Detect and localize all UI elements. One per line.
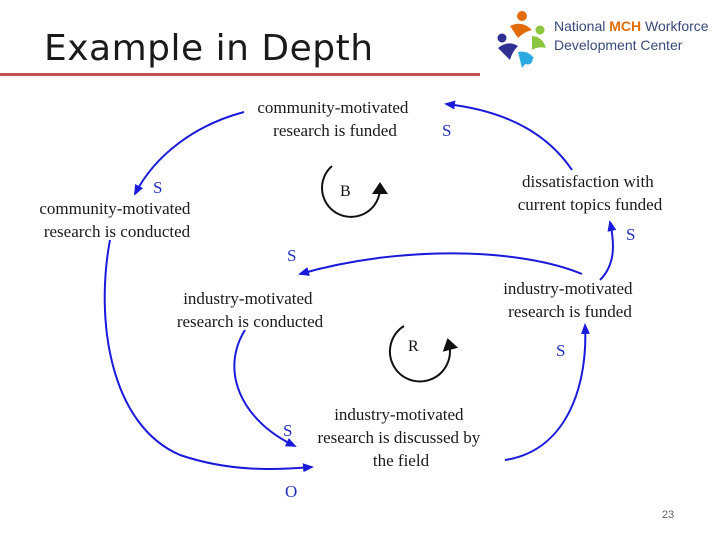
link-industry-funded-to-industry-conducted [298,252,583,276]
title-underline [0,73,480,76]
reinforcing-loop-arrow [388,325,459,383]
node-industry-discussed: industry-motivated research is discussed… [317,405,484,470]
organization-logo-icon [497,11,546,68]
link-industry-funded-to-dissatisfaction [599,220,617,281]
node-industry-discussed-line3: the field [373,451,430,470]
node-industry-funded-line2: research is funded [508,302,632,321]
polarity-industry-funded-to-industry-conducted: S [287,246,296,265]
balancing-loop-arrow [321,165,388,218]
link-community-conducted-to-industry-discussed [103,239,314,473]
node-community-conducted-line2: research is conducted [44,222,191,241]
node-dissatisfaction: dissatisfaction with current topics fund… [518,172,663,214]
link-industry-discussed-to-industry-funded [504,323,590,461]
polarity-community-conducted-to-industry-discussed: O [285,482,297,501]
polarity-industry-funded-to-dissatisfaction: S [626,225,635,244]
node-industry-funded-line1: industry-motivated [503,279,633,298]
polarity-community-funded-to-community-conducted: S [153,178,162,197]
node-community-funded-line2: research is funded [273,121,397,140]
link-industry-conducted-to-industry-discussed [233,329,297,447]
link-community-funded-to-community-conducted [134,111,245,196]
node-industry-funded: industry-motivated research is funded [503,279,637,321]
page-number: 23 [662,509,675,521]
node-dissatisfaction-line2: current topics funded [518,195,663,214]
node-industry-conducted: industry-motivated research is conducted [177,289,324,331]
link-dissatisfaction-to-community-funded [444,100,573,171]
logo-word-workforce: Workforce [641,18,709,34]
node-industry-discussed-line2: research is discussed by [317,428,480,447]
node-industry-conducted-line1: industry-motivated [183,289,313,308]
node-community-conducted-line1: community-motivated [39,199,191,218]
node-dissatisfaction-line1: dissatisfaction with [522,172,654,191]
node-community-conducted: community-motivated research is conducte… [39,199,194,241]
polarity-industry-conducted-to-industry-discussed: S [283,421,292,440]
logo-word-mch: MCH [609,18,642,34]
logo-word-national: National [554,18,610,34]
logo-title-line1: National MCH Workforce [554,18,709,34]
slide-title: Example in Depth [44,28,374,69]
node-community-funded-line1: community-motivated [257,98,409,117]
node-industry-conducted-line2: research is conducted [177,312,324,331]
reinforcing-loop-label: R [408,338,419,355]
polarity-industry-discussed-to-industry-funded: S [556,341,565,360]
polarity-dissatisfaction-to-community-funded: S [442,121,451,140]
node-community-funded: community-motivated research is funded [257,98,412,140]
node-industry-discussed-line1: industry-motivated [334,405,464,424]
balancing-loop-label: B [340,183,351,200]
logo-title-line2: Development Center [554,37,683,53]
